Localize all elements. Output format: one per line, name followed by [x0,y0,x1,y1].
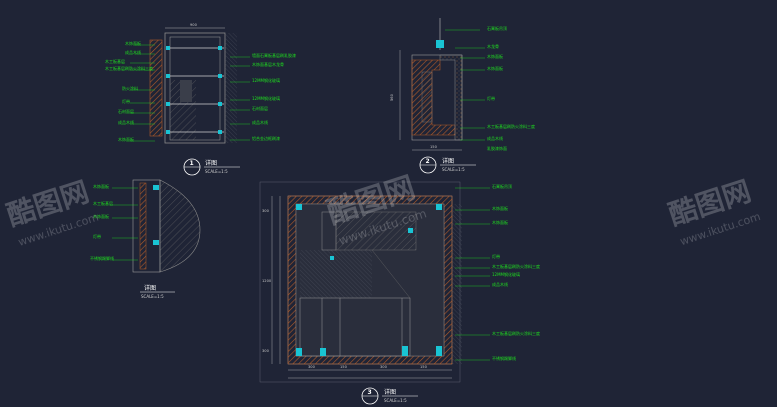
v3-label: 12MM钢化玻璃 [492,271,520,277]
svg-text:150: 150 [430,145,438,149]
v3-label: 石膏板吊顶 [492,183,512,189]
side-label: 灯带 [93,233,101,239]
v1-right-label: 木饰面基层木龙骨 [252,61,284,67]
v1-right-label: 石材面层 [252,105,268,111]
v3-dim-left: 300 [262,349,270,353]
v3-label: 木饰面板 [492,219,508,225]
v2-label: 木饰面板 [487,65,503,71]
detail-view-1: 900 木饰面板 成品木线 木工板基层 木工板基层刷防火涂料三度 防火涂料 灯带… [105,23,296,176]
v1-number: 1 [190,160,194,167]
v1-label: 木饰面板 [118,136,134,142]
v2-label: 乳胶漆饰面 [487,145,507,151]
v3-dim-bottom: 150 [420,365,428,369]
v1-label: 木工板基层 [105,58,125,64]
v2-label: 成品木线 [487,135,503,141]
v2-scale: SCALE=1:5 [442,167,465,172]
v1-right-label: 铝合金边框刷漆 [252,135,280,141]
watermark-left: 酷图网 www.ikutu.com [3,175,100,249]
v3-label: 木工板基层刷防火涂料三度 [492,263,540,269]
v1-right-label: 12MM钢化玻璃 [252,77,280,83]
v1-label: 成品木线 [118,119,134,125]
v3-dim-bottom: 300 [308,365,316,369]
side-label: 木饰面板 [93,213,109,219]
detail-view-side: 木饰面板 木工板基层 木饰面板 灯带 不锈钢踢脚线 详图 SCALE=1:5 [90,179,201,299]
side-label: 木饰面板 [93,183,109,189]
v2-label: 木饰面板 [487,53,503,59]
v3-label: 不锈钢踢脚线 [492,355,516,361]
v2-label: 灯带 [487,95,495,101]
detail-view-3: 300 1200 300 300 150 300 150 石膏板吊顶 木饰面板 … [259,181,540,405]
v1-scale: SCALE=1:5 [205,169,228,174]
v3-label: 木饰面板 [492,205,508,211]
v1-label: 木饰面板 [125,40,141,46]
v3-title: 详图 [384,388,396,396]
v3-label: 灯带 [492,253,500,259]
v2-label: 木工板基层刷防火涂料三度 [487,123,535,129]
side-title: 详图 [144,284,156,292]
v2-title: 详图 [442,157,454,165]
v3-label: 木工板基层刷防火涂料三度 [492,330,540,336]
v2-label: 木龙骨 [487,43,499,49]
v1-right-label: 成品木线 [252,119,268,125]
v3-dim-left: 1200 [262,279,272,283]
v1-label: 成品木线 [125,49,141,55]
v1-label: 灯带 [122,98,130,104]
v1-right-label: 12MM钢化玻璃 [252,95,280,101]
v3-dim-bottom: 300 [380,365,388,369]
v2-label: 石膏板吊顶 [487,25,507,31]
side-label: 不锈钢踢脚线 [90,255,114,261]
v1-label: 防火涂料 [122,85,138,91]
v1-label: 木工板基层刷防火涂料三度 [105,65,153,71]
v1-label: 石材面层 [118,108,134,114]
detail-view-2: 560 150 石膏板吊顶 木龙骨 木饰面板 木饰面板 灯带 木工板基层刷防火涂… [390,18,535,174]
side-label: 木工板基层 [93,200,113,206]
svg-text:900: 900 [190,23,198,27]
v3-scale: SCALE=1:5 [384,398,407,403]
svg-text:560: 560 [390,93,394,101]
v2-number: 2 [426,158,430,165]
v1-right-label: 墙面石膏板基层刷乳胶漆 [252,52,296,58]
v1-title: 详图 [205,159,217,167]
v3-dim-bottom: 150 [340,365,348,369]
watermark-right: 酷图网 www.ikutu.com [665,174,762,248]
v3-label: 成品木线 [492,281,508,287]
side-scale: SCALE=1:5 [141,294,164,299]
v3-dim-left: 300 [262,209,270,213]
v3-number: 3 [368,389,372,396]
